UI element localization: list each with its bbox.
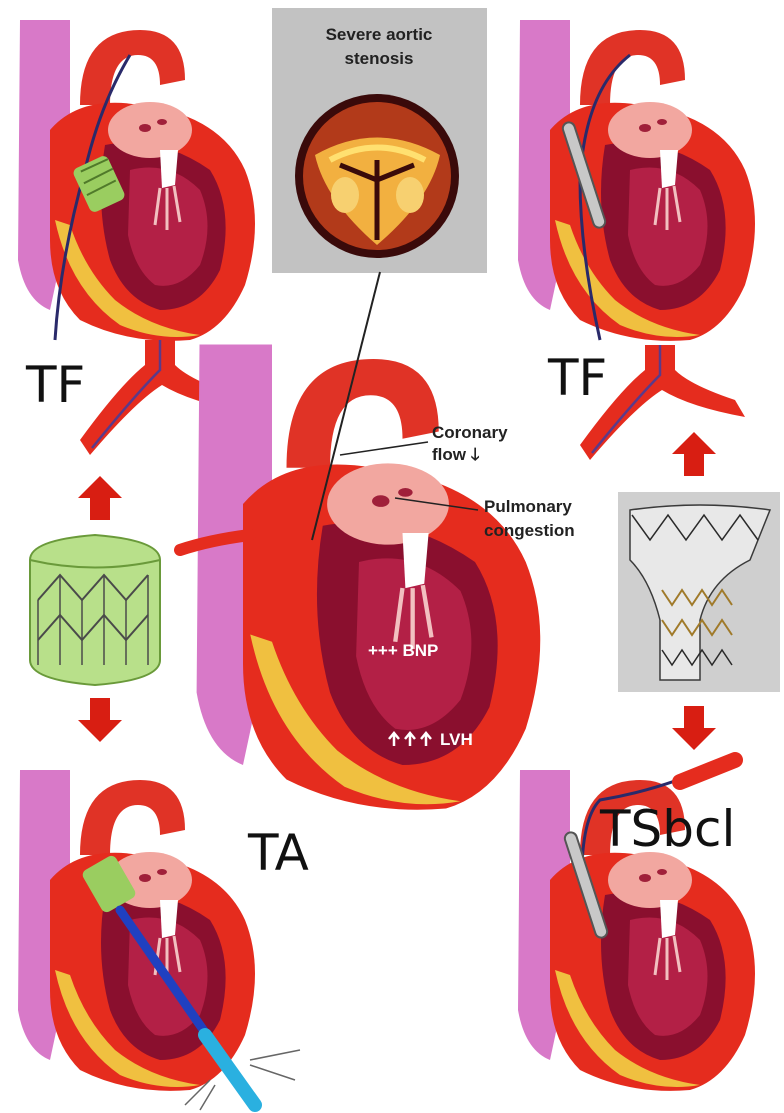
heart-tf-left [18,20,255,341]
balloon-expandable-valve-icon [30,535,160,685]
down-arrow-icon: 🡓 [471,445,480,464]
label-tf-right: TF [547,349,607,407]
heart-center [197,345,541,810]
self-expanding-valve-icon [618,492,780,692]
coronary-pointer-line [340,442,428,455]
arrow-down-right [672,706,716,750]
arrow-down-left [78,698,122,742]
label-ta: TA [247,824,309,882]
stenotic-valve-icon [295,94,459,258]
coronary-flow-label-line1: Coronary [432,423,508,442]
pulmonary-label-line1: Pulmonary [484,497,572,516]
arrow-up-left [78,476,122,520]
heart-tf-right [518,20,755,341]
inset-title-line2: stenosis [345,49,414,68]
bnp-label: +++ BNP [368,641,438,660]
inset-title-line1: Severe aortic [326,25,433,44]
lvh-label: LVH [440,730,473,749]
stenosis-inset: Severe aortic stenosis [272,8,487,273]
pulmonary-label-line2: congestion [484,521,575,540]
arrow-up-right [672,432,716,476]
heart-ta [18,770,300,1110]
coronary-flow-label-line2: flow 🡓 [432,445,480,464]
label-tsbcl: TSbcl [599,800,735,858]
label-tf-left: TF [25,356,85,414]
